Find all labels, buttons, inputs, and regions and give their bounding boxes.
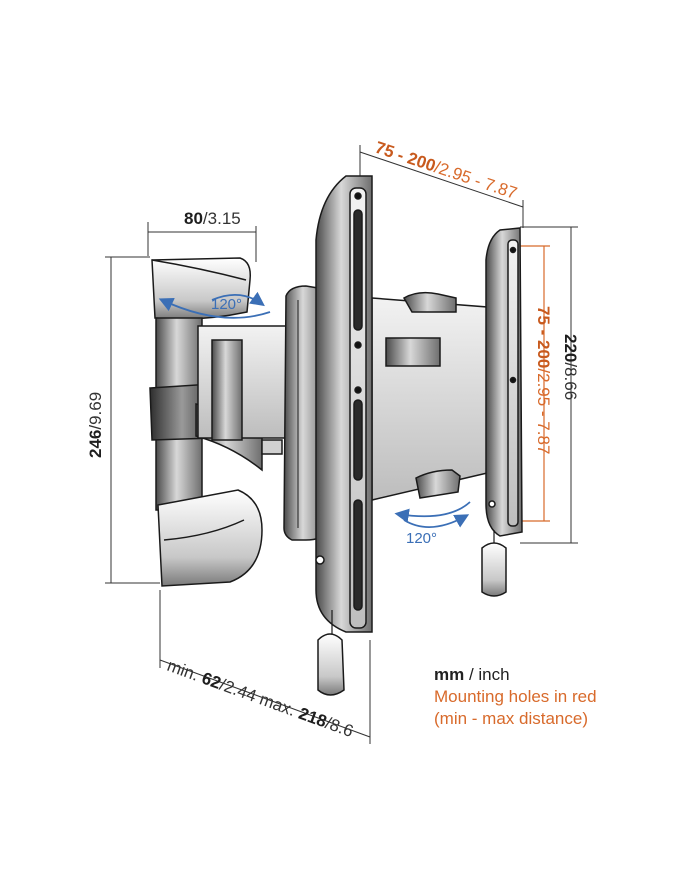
plate-height-label: 220/8.66 (561, 334, 580, 400)
swivel-arrow-top (158, 291, 271, 319)
legend-unit-inch: / inch (464, 665, 510, 684)
legend-unit-mm: mm (434, 665, 465, 684)
legend-units: mm / inch (434, 664, 597, 686)
hole-vertical-dimension-line (520, 245, 550, 522)
swivel-arrow-bottom (394, 501, 471, 529)
legend-mounting-holes: Mounting holes in red (434, 687, 597, 706)
dimension-lines (105, 145, 578, 744)
swivel-arm (197, 325, 287, 455)
legend-distance-note: (min - max distance) (434, 709, 588, 728)
left-vertical-rail (315, 175, 373, 696)
top-width-label: 80/3.15 (184, 209, 241, 228)
total-height-label: 246/9.69 (86, 392, 105, 458)
vesa-plate (371, 291, 501, 501)
hole-vertical-label: 75 - 200/2.95 - 7.87 (534, 306, 553, 454)
legend: mm / inch Mounting holes in red (min - m… (434, 664, 597, 730)
swivel-angle-top: 120° (211, 296, 242, 313)
swivel-angle-bottom: 120° (406, 530, 437, 547)
hole-horizontal-label: 75 - 200/2.95 - 7.87 (373, 138, 520, 203)
right-vertical-rail (481, 227, 523, 597)
